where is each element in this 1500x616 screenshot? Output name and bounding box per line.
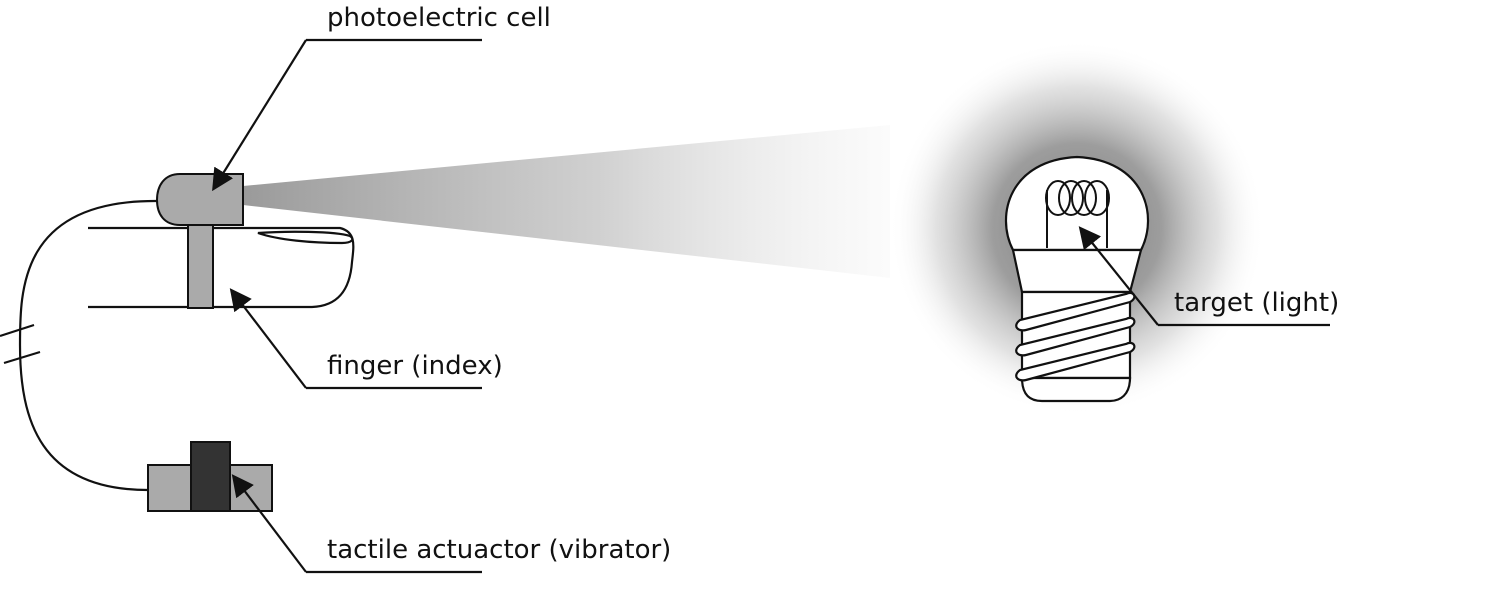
light-beam xyxy=(243,125,890,278)
wire-break-icon xyxy=(0,323,41,365)
finger-label: finger (index) xyxy=(327,351,503,381)
connecting-wire xyxy=(18,199,158,492)
target-callout: target (light) xyxy=(1078,226,1339,327)
finger-icon xyxy=(88,226,355,309)
photoelectric-cell-icon xyxy=(155,173,244,309)
target-label: target (light) xyxy=(1174,288,1339,318)
tactile-actuator-callout: tactile actuactor (vibrator) xyxy=(231,474,671,574)
vibrator-icon xyxy=(147,441,273,512)
tactile-actuator-label: tactile actuactor (vibrator) xyxy=(327,535,671,565)
light-bulb-icon xyxy=(1004,155,1150,403)
photoelectric-cell-callout: photoelectric cell xyxy=(212,3,551,192)
photoelectric-cell-label: photoelectric cell xyxy=(327,3,551,33)
finger-callout: finger (index) xyxy=(229,288,503,390)
